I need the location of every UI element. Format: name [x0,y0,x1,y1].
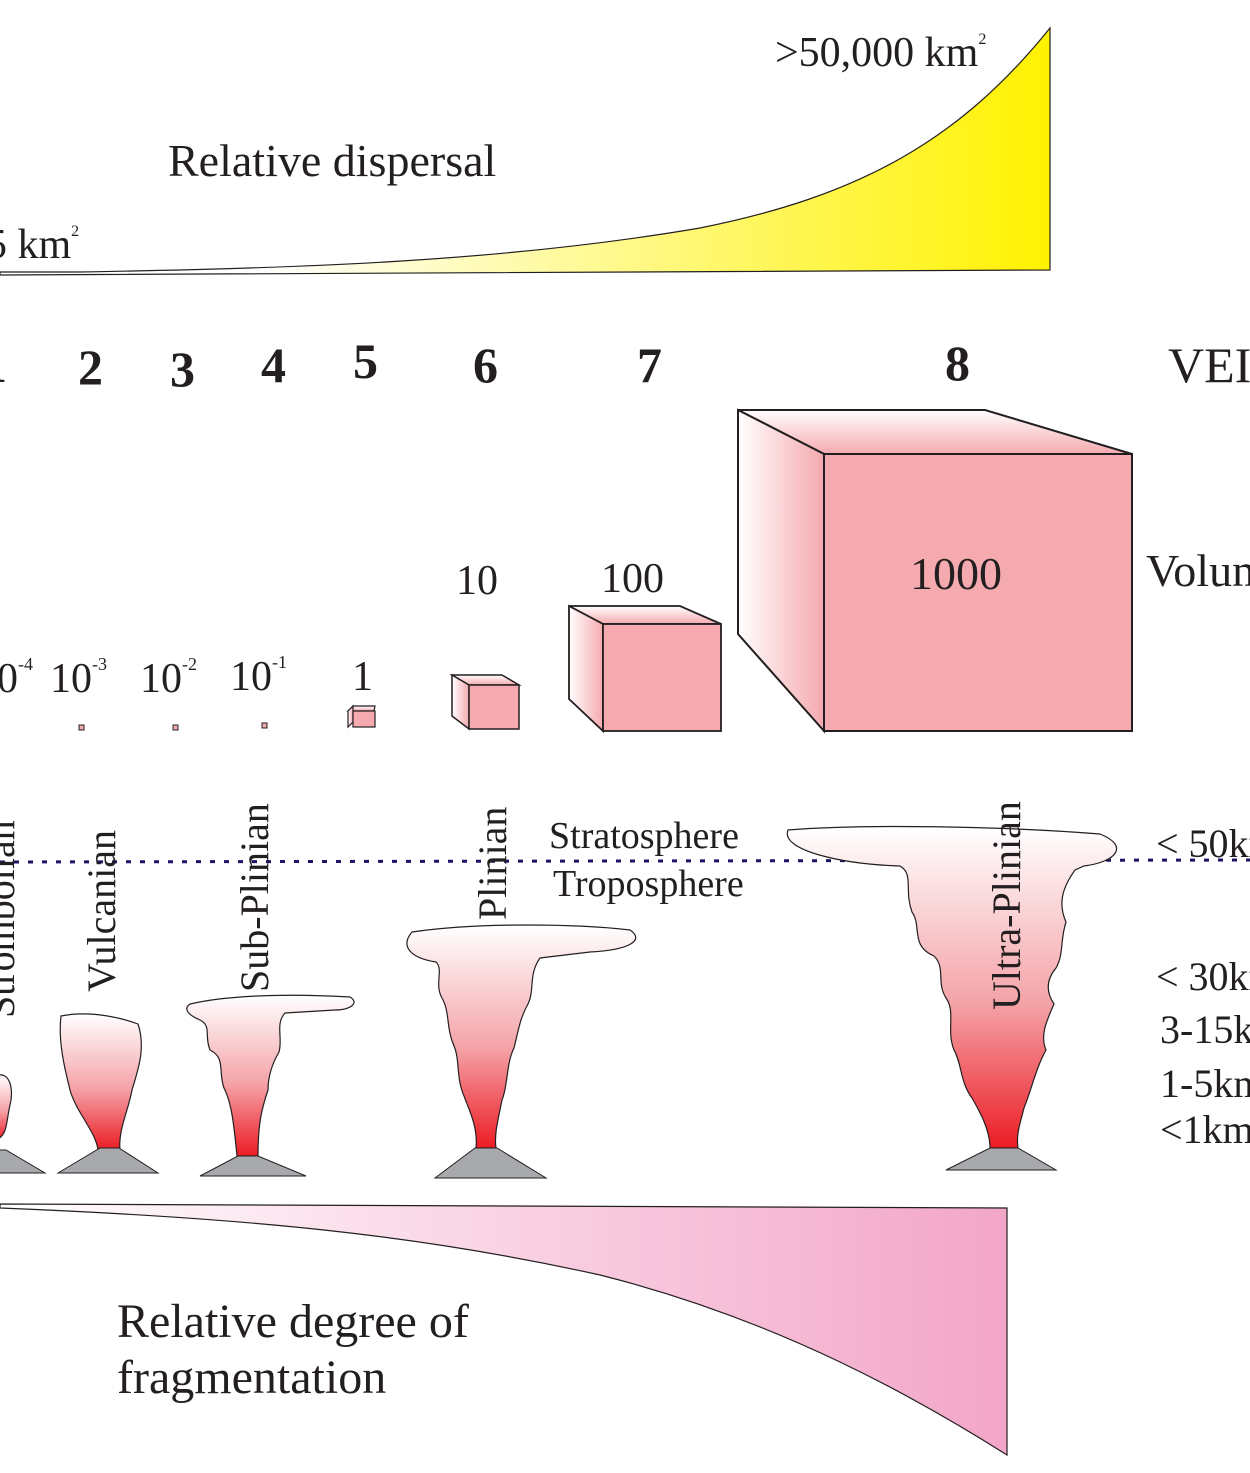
troposphere-label: Troposphere [553,863,744,905]
style-label-sub-plinian: Sub-Plinian [232,803,277,992]
volume-value-vei1: 10-4 [0,654,33,702]
height-label-4: 1-5km [1160,1061,1250,1106]
volume-value-vei7: 100 [601,556,664,602]
volume-cube-vei7 [568,604,722,734]
volume-cube-vei3 [172,724,179,731]
fragmentation-label-line1: Relative degree of [117,1295,469,1348]
volume-cube-vei5 [346,704,376,729]
plume-plinian [406,924,637,1149]
vei-number-8: 8 [945,335,970,391]
cone-ultra-plinian [945,1147,1058,1171]
eruption-style-labels: Strombolian Vulcanian Sub-Plinian Plinia… [0,801,1029,1018]
vei-axis-label: VEI [1168,337,1250,393]
style-label-ultra-plinian: Ultra-Plinian [984,801,1029,1010]
height-label-2: < 30km [1156,954,1250,999]
cone-plinian [433,1147,548,1179]
stratosphere-label: Stratosphere [549,815,739,857]
height-label-5: <1km [1160,1107,1250,1152]
height-label-3: 3-15km [1160,1007,1250,1052]
volume-value-vei6: 10 [456,558,498,604]
plume-ultra-plinian [786,825,1118,1149]
vei-number-6: 6 [473,337,498,393]
volume-value-vei4: 10-1 [230,652,287,700]
plume-heights: < 50km < 30km 3-15km 1-5km <1km [1156,821,1250,1152]
fragmentation-label-line2: fragmentation [117,1351,386,1404]
cone-strombolian [0,1149,47,1174]
volume-cube-vei2 [78,724,85,731]
volume-value-vei5: 1 [352,654,373,700]
style-label-strombolian: Strombolian [0,820,23,1018]
volcano-cones [0,1147,1058,1179]
dispersal-max-label: >50,000 km2 [775,30,986,76]
volume-cube-vei8 [737,408,1133,734]
dispersal-wedge [0,26,1051,276]
style-label-plinian: Plinian [470,807,515,920]
vei-number-1: 1 [0,337,7,393]
dispersal-min-label: 5 km2 [0,222,79,268]
plume-strombolian [0,1074,13,1139]
dispersal-title: Relative dispersal [168,135,496,186]
plume-sub-plinian [186,994,355,1157]
vei-number-7: 7 [637,337,662,393]
plume-vulcanian [59,1013,142,1151]
volume-value-vei3: 10-2 [140,654,197,702]
volume-labels: 10-4 10-3 10-2 10-1 1 10 100 1000 [0,548,1002,702]
volume-cube-vei4 [261,722,268,729]
vei-number-4: 4 [261,337,286,393]
style-label-vulcanian: Vulcanian [79,830,124,992]
vei-number-5: 5 [353,333,378,389]
fragmentation-wedge [0,1203,1008,1457]
volume-value-vei2: 10-3 [50,654,107,702]
vei-numbers: 1 2 3 4 5 6 7 8 [0,333,970,397]
volume-cube-vei6 [449,673,522,731]
vei-number-2: 2 [78,339,103,395]
cone-vulcanian [56,1147,160,1174]
vei-number-3: 3 [170,341,195,397]
cone-sub-plinian [199,1155,307,1177]
volume-value-vei8: 1000 [910,548,1002,599]
height-label-1: < 50km [1156,821,1250,866]
volume-axis-label: Volume [1146,545,1250,596]
